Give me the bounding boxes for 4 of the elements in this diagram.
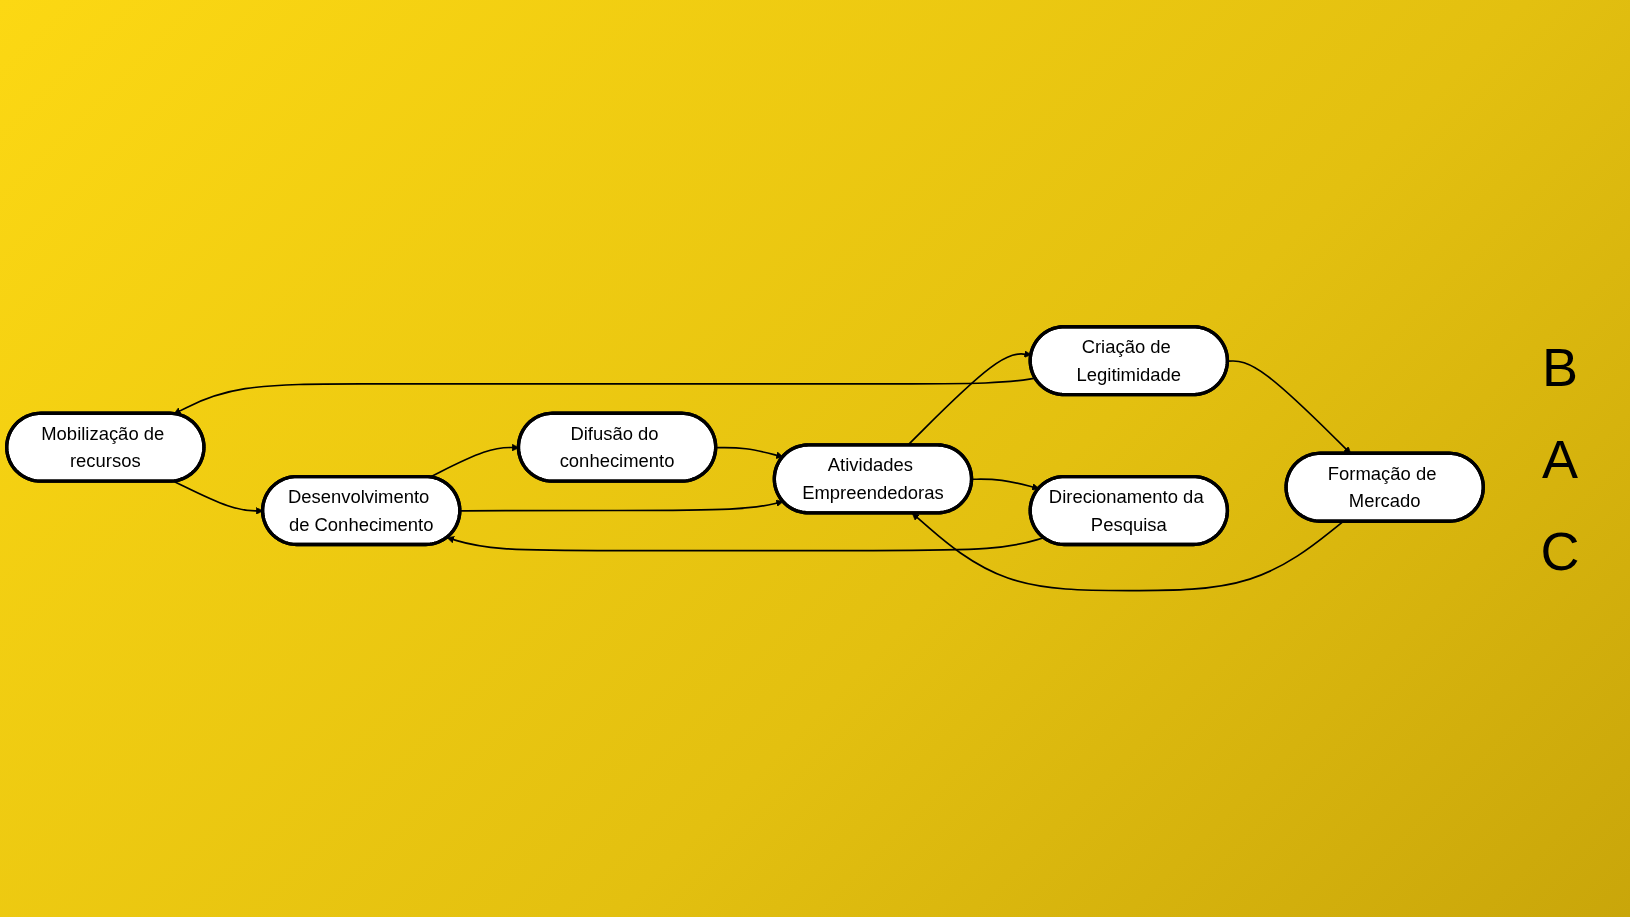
loop-label: C (1540, 519, 1580, 582)
loop-label: B (1542, 335, 1578, 398)
loop-label: A (1542, 427, 1578, 490)
arrow (911, 512, 1344, 592)
